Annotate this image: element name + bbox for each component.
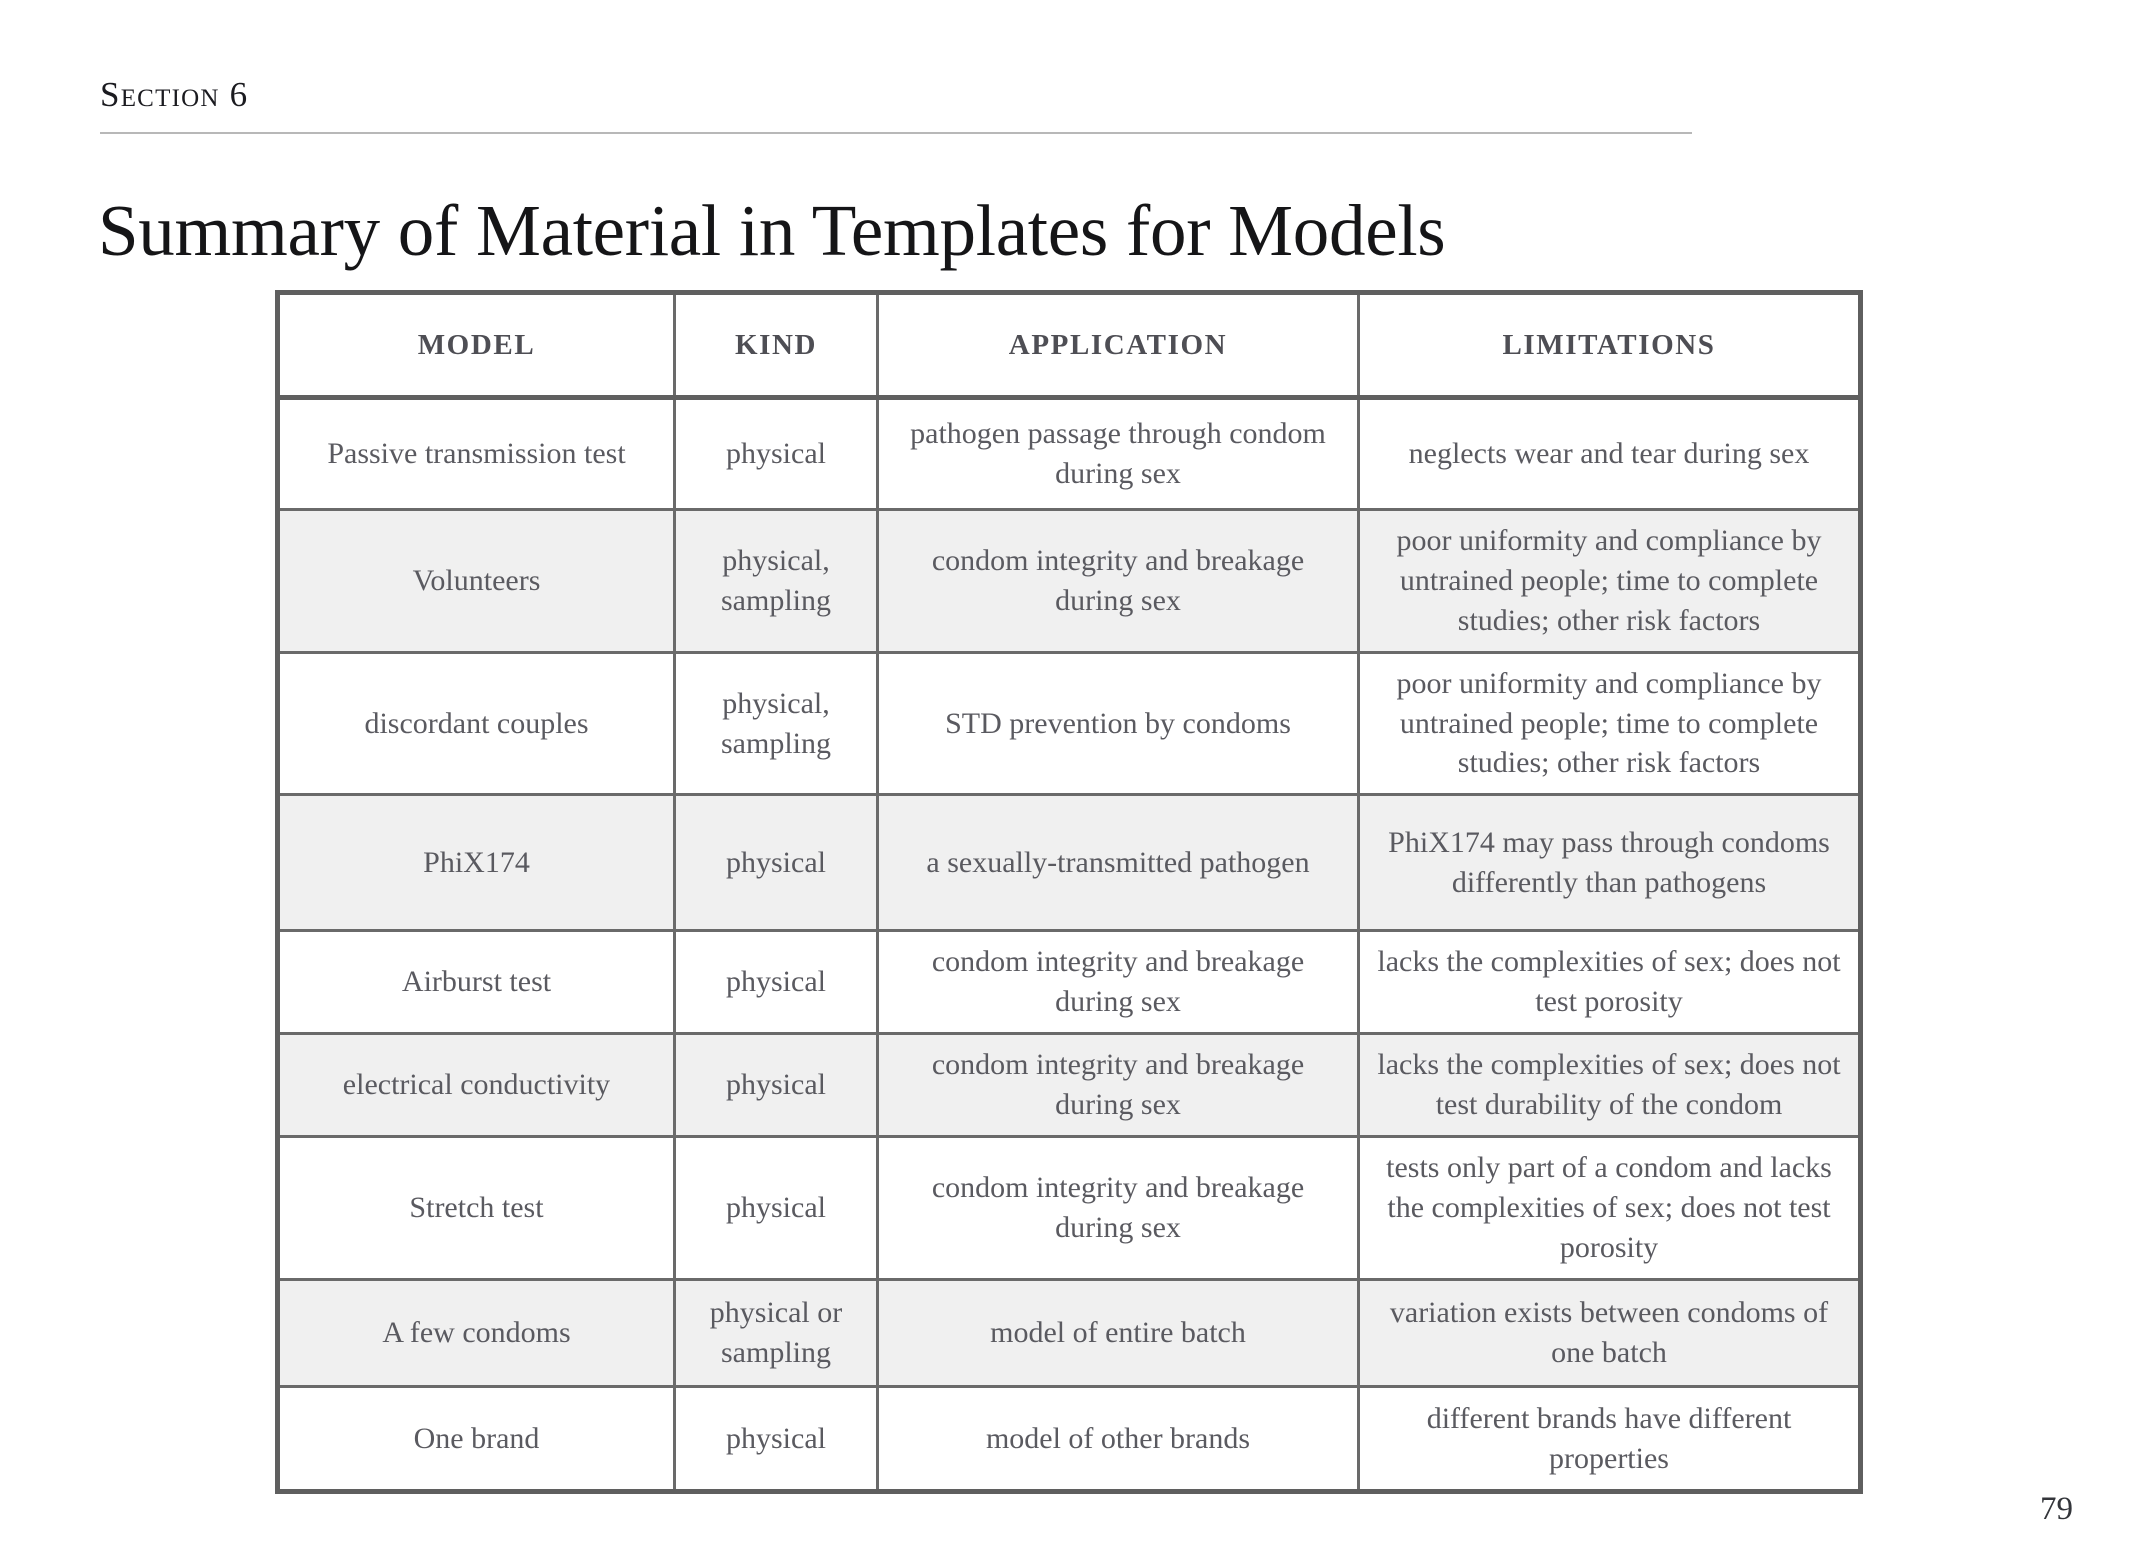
column-header-application: APPLICATION — [877, 292, 1360, 400]
cell-kind: physical — [674, 794, 879, 933]
cell-limitations: tests only part of a condom and lacks th… — [1358, 1136, 1861, 1282]
cell-model: electrical conductivity — [277, 1033, 676, 1139]
cell-application: STD prevention by condoms — [877, 652, 1360, 797]
cell-model: PhiX174 — [277, 794, 676, 933]
cell-limitations: PhiX174 may pass through condoms differe… — [1358, 794, 1861, 933]
cell-model: Airburst test — [277, 930, 676, 1036]
table-row: Volunteers physical, sampling condom int… — [277, 509, 1861, 654]
cell-kind: physical, sampling — [674, 652, 879, 797]
table-row: electrical conductivity physical condom … — [277, 1033, 1861, 1139]
cell-kind: physical or sampling — [674, 1279, 879, 1389]
table-row: A few condoms physical or sampling model… — [277, 1279, 1861, 1389]
page-title: Summary of Material in Templates for Mod… — [98, 189, 1446, 271]
table-row: PhiX174 physical a sexually-transmitted … — [277, 794, 1861, 933]
table-header-row: MODEL KIND APPLICATION LIMITATIONS — [277, 292, 1861, 400]
table-row: One brand physical model of other brands… — [277, 1386, 1861, 1492]
cell-application: condom integrity and breakage during sex — [877, 930, 1360, 1036]
cell-model: discordant couples — [277, 652, 676, 797]
section-eyebrow: Section 6 — [100, 75, 249, 114]
cell-limitations: lacks the complexities of sex; does not … — [1358, 1033, 1861, 1139]
cell-model: One brand — [277, 1386, 676, 1492]
cell-application: condom integrity and breakage during sex — [877, 509, 1360, 654]
cell-limitations: lacks the complexities of sex; does not … — [1358, 930, 1861, 1036]
table-row: Stretch test physical condom integrity a… — [277, 1136, 1861, 1282]
cell-limitations: different brands have different properti… — [1358, 1386, 1861, 1492]
cell-model: Stretch test — [277, 1136, 676, 1282]
cell-limitations: poor uniformity and compliance by untrai… — [1358, 652, 1861, 797]
table-row: Airburst test physical condom integrity … — [277, 930, 1861, 1036]
cell-model: Passive transmission test — [277, 397, 676, 511]
cell-limitations: neglects wear and tear during sex — [1358, 397, 1861, 511]
cell-application: model of other brands — [877, 1386, 1360, 1492]
summary-table-container: MODEL KIND APPLICATION LIMITATIONS Passi… — [275, 290, 1863, 1495]
table-row: Passive transmission test physical patho… — [277, 397, 1861, 511]
table-row: discordant couples physical, sampling ST… — [277, 652, 1861, 797]
cell-limitations: variation exists between condoms of one … — [1358, 1279, 1861, 1389]
cell-kind: physical, sampling — [674, 509, 879, 654]
page-number: 79 — [2040, 1491, 2073, 1527]
cell-kind: physical — [674, 1386, 879, 1492]
cell-application: model of entire batch — [877, 1279, 1360, 1389]
cell-application: a sexually-transmitted pathogen — [877, 794, 1360, 933]
cell-model: Volunteers — [277, 509, 676, 654]
column-header-limitations: LIMITATIONS — [1358, 292, 1861, 400]
cell-limitations: poor uniformity and compliance by untrai… — [1358, 509, 1861, 654]
cell-application: pathogen passage through condom during s… — [877, 397, 1360, 511]
column-header-model: MODEL — [277, 292, 676, 400]
cell-kind: physical — [674, 930, 879, 1036]
cell-kind: physical — [674, 397, 879, 511]
header-divider — [100, 132, 1692, 134]
summary-table: MODEL KIND APPLICATION LIMITATIONS Passi… — [275, 290, 1863, 1495]
column-header-kind: KIND — [674, 292, 879, 400]
cell-model: A few condoms — [277, 1279, 676, 1389]
cell-kind: physical — [674, 1136, 879, 1282]
cell-application: condom integrity and breakage during sex — [877, 1136, 1360, 1282]
cell-kind: physical — [674, 1033, 879, 1139]
cell-application: condom integrity and breakage during sex — [877, 1033, 1360, 1139]
